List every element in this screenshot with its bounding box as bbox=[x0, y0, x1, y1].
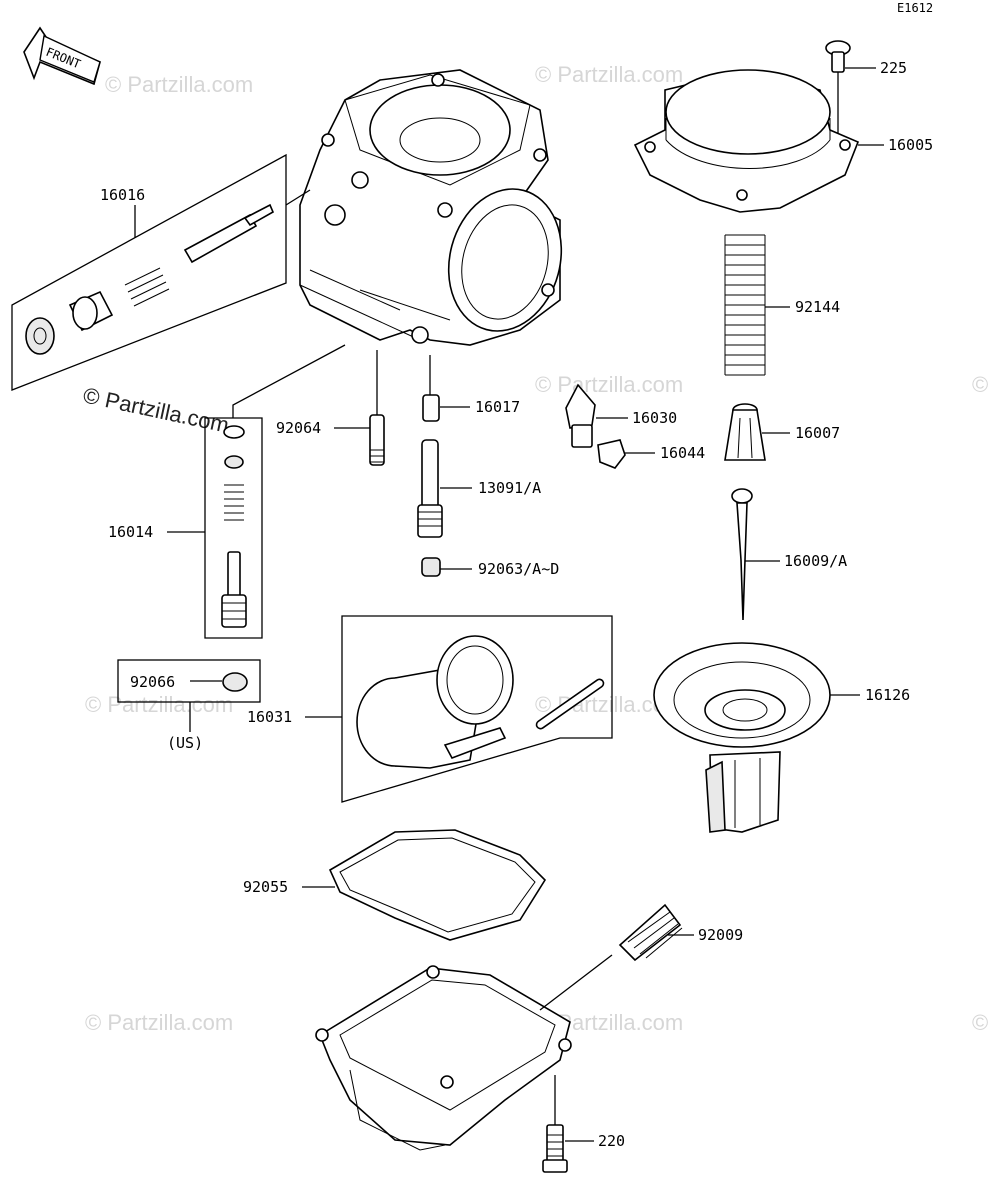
part-92066-box bbox=[117, 659, 261, 732]
part-label-16030[interactable]: 16030 bbox=[632, 409, 677, 427]
part-16017-drawing bbox=[422, 355, 440, 422]
part-label-92066[interactable]: 92066 bbox=[130, 673, 175, 691]
part-label-220[interactable]: 220 bbox=[598, 1132, 625, 1150]
part-label-92009[interactable]: 92009 bbox=[698, 926, 743, 944]
watermark-dark: © Partzilla.com bbox=[81, 382, 231, 437]
watermark: © Partzilla.com bbox=[972, 372, 993, 397]
part-13091-drawing bbox=[417, 439, 443, 538]
part-16030-drawing bbox=[565, 383, 596, 448]
part-92009-drawing bbox=[618, 903, 683, 962]
part-label-16126[interactable]: 16126 bbox=[865, 686, 910, 704]
part-label-16005[interactable]: 16005 bbox=[888, 136, 933, 154]
carburetor-body-drawing bbox=[299, 69, 563, 346]
part-label-92064[interactable]: 92064 bbox=[276, 419, 321, 437]
part-16007-drawing bbox=[724, 403, 766, 461]
part-label-16044[interactable]: 16044 bbox=[660, 444, 705, 462]
part-16031-drawing bbox=[341, 615, 613, 803]
part-16005-cover-drawing bbox=[633, 69, 860, 213]
part-label-225[interactable]: 225 bbox=[880, 59, 907, 77]
part-label-92144[interactable]: 92144 bbox=[795, 298, 840, 316]
diagram-code: E1612 bbox=[897, 1, 933, 15]
watermark: © Partzilla.com bbox=[535, 372, 683, 397]
watermark: © Partzilla.com bbox=[105, 72, 253, 97]
part-label-92055[interactable]: 92055 bbox=[243, 878, 288, 896]
float-bowl-drawing bbox=[315, 954, 613, 1151]
part-label-16017[interactable]: 16017 bbox=[475, 398, 520, 416]
part-label-16031[interactable]: 16031 bbox=[247, 708, 292, 726]
float-valve-set-drawing bbox=[204, 344, 346, 639]
watermark: © Partzilla.com bbox=[85, 692, 233, 717]
part-label-13091-a[interactable]: 13091/A bbox=[478, 479, 541, 497]
part-label-16009-a[interactable]: 16009/A bbox=[784, 552, 847, 570]
watermark: © Partzilla.com bbox=[535, 62, 683, 87]
watermark: © Partzilla.com bbox=[85, 1010, 233, 1035]
part-label-16014[interactable]: 16014 bbox=[108, 523, 153, 541]
region-note: (US) bbox=[167, 734, 203, 752]
part-92055-gasket-drawing bbox=[328, 829, 547, 941]
part-label-92063[interactable]: 92063/A~D bbox=[478, 560, 559, 578]
part-label-16007[interactable]: 16007 bbox=[795, 424, 840, 442]
part-92144-spring-drawing bbox=[724, 234, 766, 376]
part-label-16016[interactable]: 16016 bbox=[100, 186, 145, 204]
part-16009-needle-drawing bbox=[731, 488, 753, 621]
watermark: © Partzilla.com bbox=[972, 1010, 993, 1035]
part-225-drawing bbox=[825, 40, 851, 140]
front-arrow-icon: FRONT bbox=[23, 26, 101, 86]
pilot-screw-set-drawing bbox=[11, 153, 311, 391]
part-16044-clip-drawing bbox=[597, 439, 626, 469]
part-92064-drawing bbox=[369, 350, 385, 466]
part-16126-diaphragm-drawing bbox=[653, 642, 831, 833]
part-220-drawing bbox=[542, 1075, 568, 1173]
part-92063-drawing bbox=[421, 557, 441, 577]
